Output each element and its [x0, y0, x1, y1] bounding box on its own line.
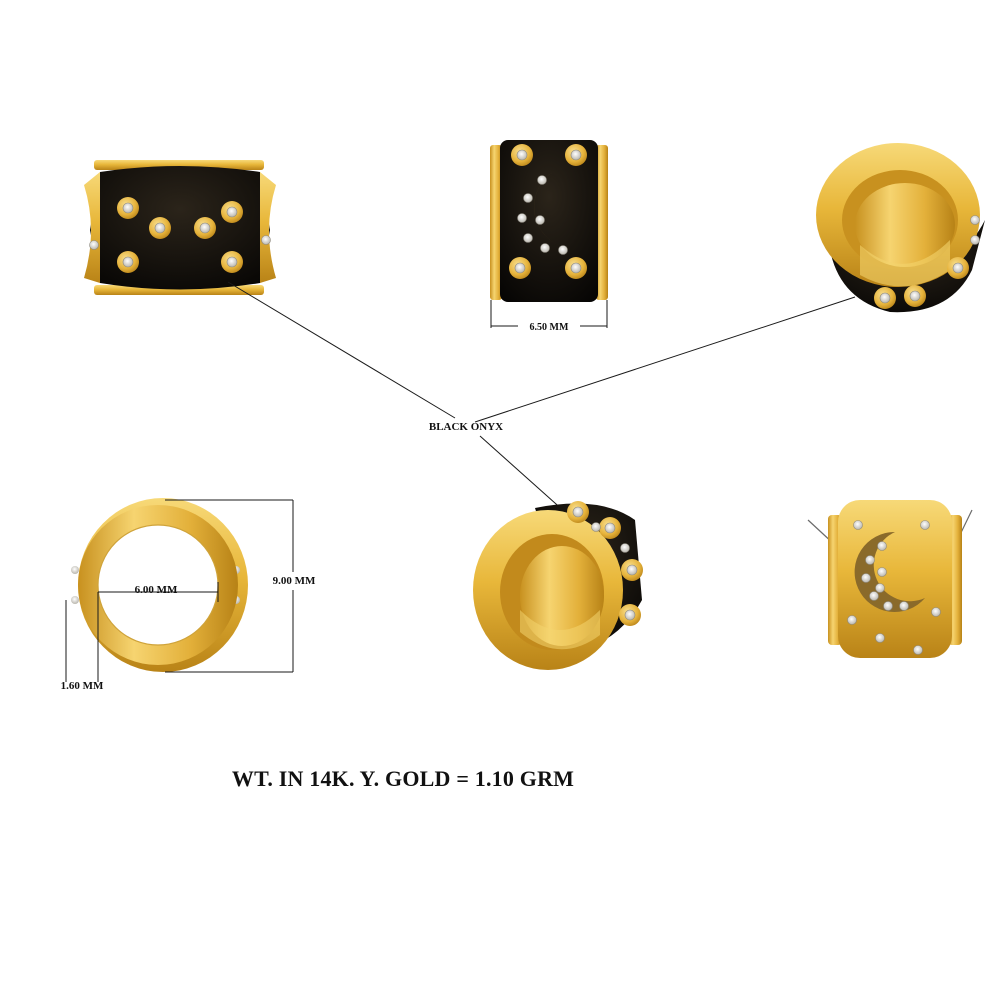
angled-view-bottom [473, 500, 644, 670]
width-dimension-label: 6.50 MM [530, 322, 569, 333]
weight-caption: WT. IN 14K. Y. GOLD = 1.10 GRM [231, 766, 575, 791]
side-view-onyx-dots [84, 160, 276, 295]
front-view-crescent-onyx [490, 140, 608, 328]
wall-dimension-label: 1.60 MM [61, 680, 104, 692]
height-dimension-label: 9.00 MM [273, 575, 316, 587]
material-label: BLACK ONYX [429, 421, 503, 433]
hole-dimension-label: 6.00 MM [135, 584, 178, 596]
leader-lines [227, 281, 856, 513]
angled-view-top-right [816, 143, 985, 313]
back-view-gold-crescent [807, 500, 973, 658]
end-view-dimensions [65, 498, 294, 682]
